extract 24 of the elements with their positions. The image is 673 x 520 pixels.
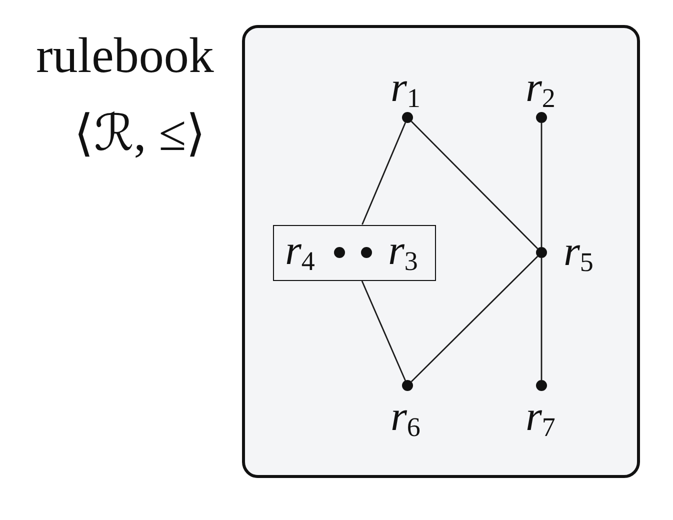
vertex-label: r$_{1}$ bbox=[390, 66, 420, 108]
vertex-dot bbox=[536, 247, 547, 258]
hasse-edge bbox=[540, 123, 542, 247]
hasse-edge bbox=[362, 122, 406, 225]
notation-label: ⟨ℛ, ≤⟩ bbox=[74, 108, 206, 158]
vertex-label: r$_{3}$ bbox=[388, 230, 418, 272]
vertex-dot bbox=[536, 112, 547, 123]
vertex-dot bbox=[360, 246, 372, 258]
rulebook-panel bbox=[242, 25, 640, 478]
vertex-dot bbox=[402, 112, 413, 123]
vertex-label: r$_{7}$ bbox=[526, 396, 556, 438]
vertex-dot bbox=[402, 380, 413, 391]
hasse-edge bbox=[540, 258, 542, 380]
hasse-edge bbox=[410, 256, 538, 382]
hasse-edge bbox=[410, 120, 538, 250]
panel-title: rulebook bbox=[36, 30, 214, 80]
vertex-dot bbox=[334, 246, 344, 258]
equivalence-box bbox=[272, 224, 436, 280]
vertex-label: r$_{4}$ bbox=[285, 230, 315, 272]
vertex-label: r$_{6}$ bbox=[390, 396, 420, 438]
vertex-dot bbox=[536, 380, 547, 391]
vertex-label: r$_{5}$ bbox=[564, 230, 594, 272]
vertex-label: r$_{2}$ bbox=[526, 66, 556, 108]
hasse-edge bbox=[361, 280, 406, 381]
